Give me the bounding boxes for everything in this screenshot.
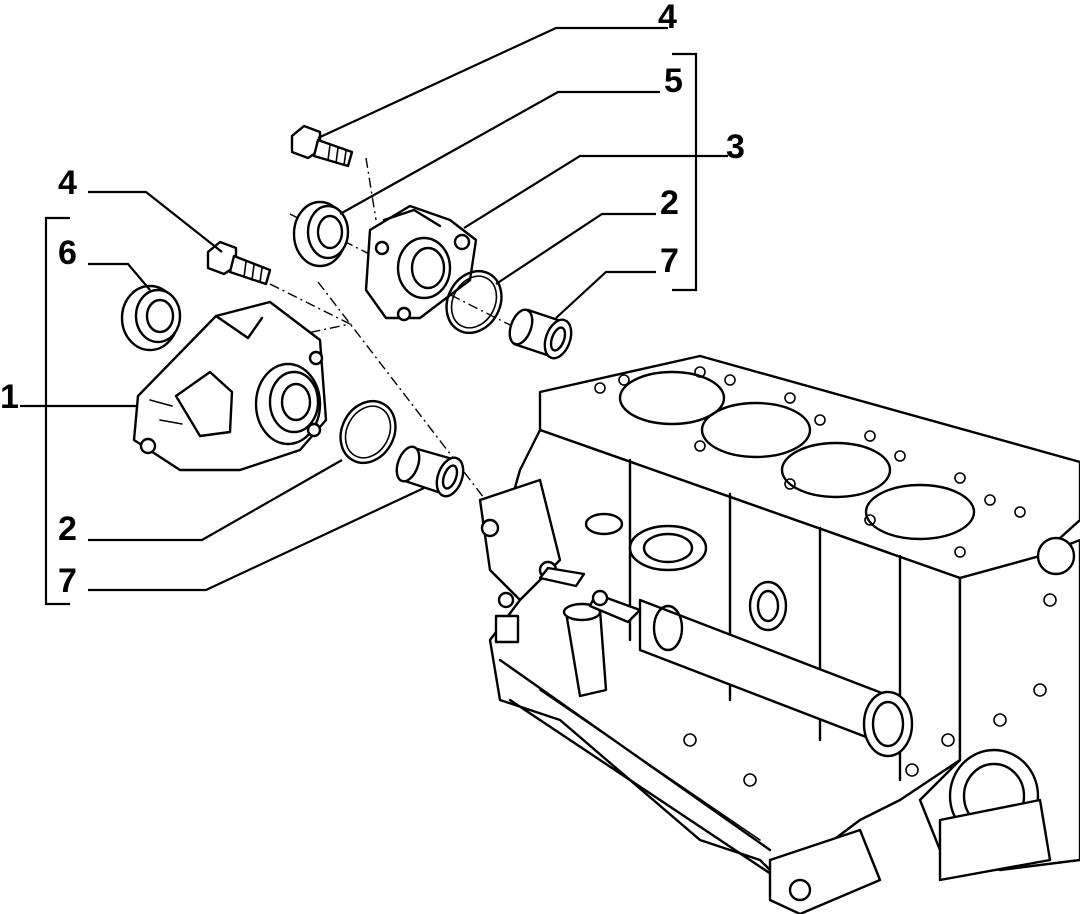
bushing-lower bbox=[395, 445, 465, 498]
support-lower bbox=[132, 300, 328, 472]
callout-4-left: 4 bbox=[58, 164, 77, 202]
callout-2-right: 2 bbox=[660, 184, 679, 222]
callout-7-right: 7 bbox=[660, 242, 679, 280]
seal-upper bbox=[292, 200, 350, 268]
group-bracket-right bbox=[672, 52, 698, 292]
engine-block bbox=[478, 354, 1080, 914]
group-bracket-left bbox=[44, 216, 70, 606]
callout-4-top: 4 bbox=[658, 0, 677, 36]
support-upper bbox=[364, 204, 478, 322]
callout-6: 6 bbox=[58, 234, 77, 272]
callout-labels: 4 5 3 2 7 4 6 1 2 7 bbox=[0, 0, 745, 600]
bolt-upper bbox=[290, 124, 354, 168]
seal-lower bbox=[120, 284, 182, 352]
callout-2-left: 2 bbox=[58, 510, 77, 548]
leader-lines bbox=[20, 26, 728, 592]
o-ring-lower bbox=[339, 400, 397, 464]
bushing-upper bbox=[508, 308, 573, 360]
callout-7-left: 7 bbox=[58, 562, 77, 600]
callout-5: 5 bbox=[664, 62, 683, 100]
bolt-lower bbox=[206, 240, 272, 286]
callout-3: 3 bbox=[726, 128, 745, 166]
callout-1: 1 bbox=[0, 378, 19, 416]
o-ring-upper bbox=[445, 270, 503, 334]
